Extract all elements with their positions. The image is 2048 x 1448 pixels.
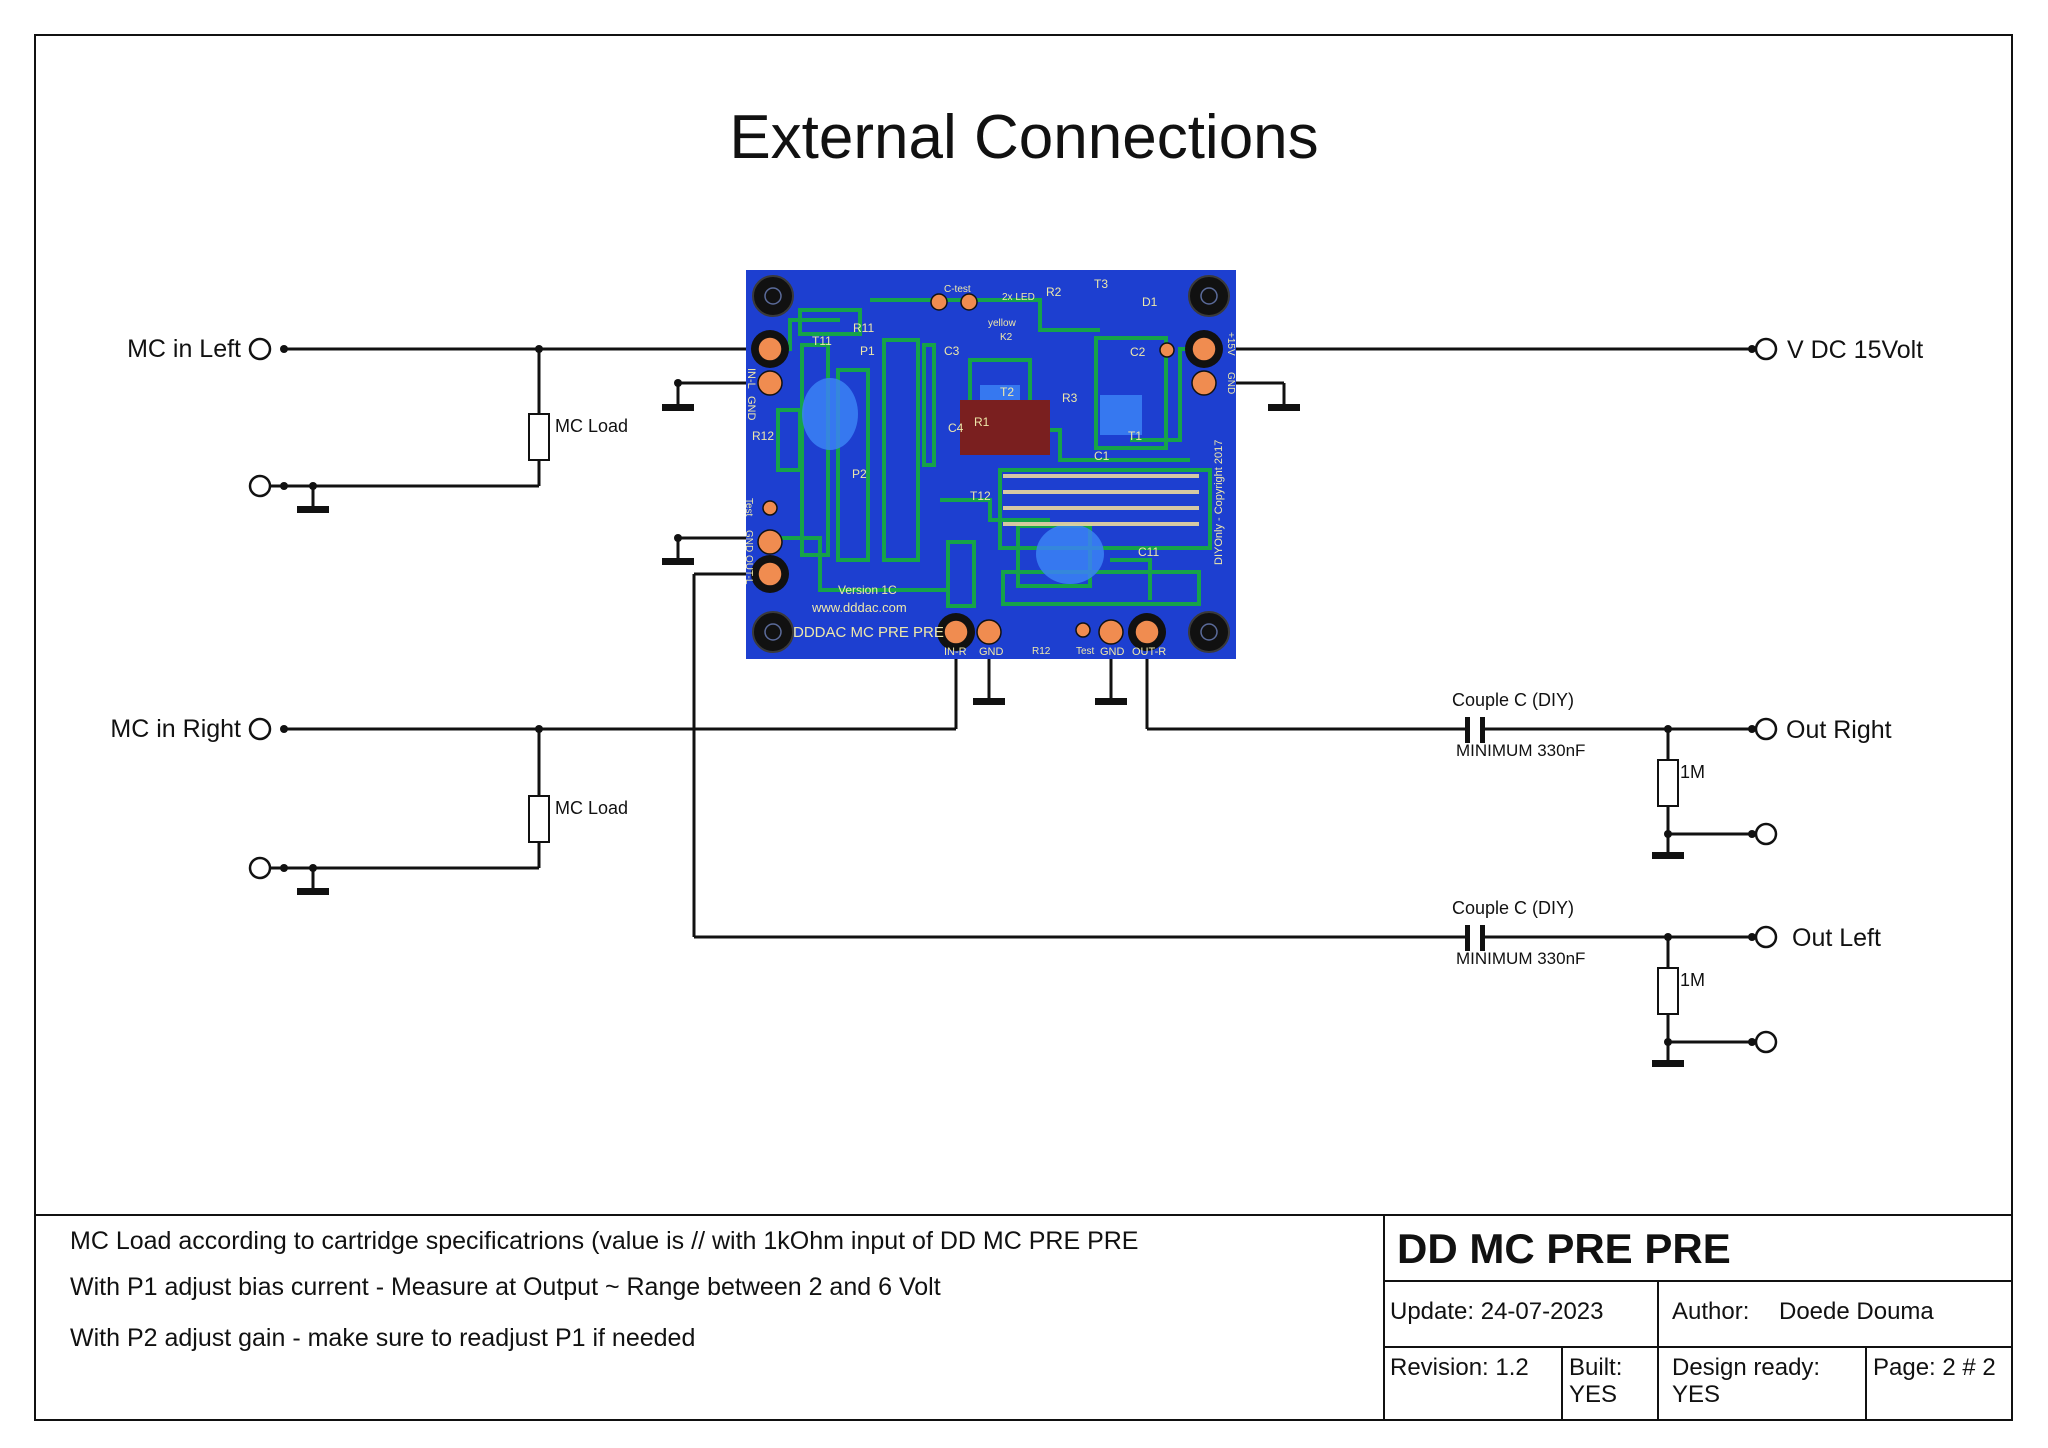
r1m-label-left: 1M	[1680, 970, 1705, 990]
pad-label-plus15: +15V	[1225, 332, 1236, 356]
capacitors	[1465, 717, 1485, 951]
title-block-grid	[1383, 1214, 2013, 1421]
part-label: C2	[1130, 345, 1146, 359]
board-labels: DDDAC MC PRE PRE Version 1C www.dddac.co…	[743, 277, 1236, 658]
component-labels: MC Load MC Load Couple C (DIY) MINIMUM 3…	[555, 416, 1705, 990]
author-name: Doede Douma	[1779, 1298, 1934, 1325]
label-v-dc: V DC 15Volt	[1787, 336, 1923, 364]
mc-load-resistor-right	[528, 795, 550, 843]
board-copyright: DIYOnly - Copyright 2017	[1213, 440, 1225, 565]
part-label: R11	[853, 321, 874, 335]
pad-label-gnd-r: GND	[979, 646, 1004, 658]
pad-label-gnd-p: GND	[1225, 372, 1236, 394]
couple-c-label-right: Couple C (DIY)	[1452, 690, 1574, 710]
part-label: P1	[860, 344, 875, 358]
part-label: C-test	[944, 284, 971, 295]
part-label: R2	[1046, 285, 1062, 299]
built-label: Built:	[1569, 1354, 1623, 1381]
pad-label-test-l: Test	[743, 498, 754, 517]
cap-spec-left: MINIMUM 330nF	[1456, 949, 1585, 968]
part-label: T3	[1094, 277, 1108, 291]
built-value: YES	[1569, 1381, 1618, 1408]
part-label: T11	[812, 334, 832, 348]
pad-label-gnd-l: GND	[745, 396, 757, 421]
part-label: T12	[970, 489, 991, 503]
part-label: P2	[852, 467, 867, 481]
part-label: D1	[1142, 295, 1158, 309]
pad-label-in-r: IN-R	[944, 646, 967, 658]
pad-label-gnd-out-l: GND	[743, 530, 754, 552]
pad-label-test-r: Test	[1076, 646, 1095, 657]
part-label: C11	[1138, 545, 1159, 559]
mc-load-resistor-left	[528, 413, 550, 461]
note-line: MC Load according to cartridge specifica…	[70, 1227, 1139, 1255]
board-version: Version 1C	[838, 583, 897, 597]
r1m-label-right: 1M	[1680, 762, 1705, 782]
mc-load-label-right: MC Load	[555, 798, 628, 818]
part-label: T1	[1128, 429, 1142, 443]
page-title: External Connections	[729, 103, 1319, 172]
part-label: T2	[1000, 385, 1014, 399]
pad-label-gnd-out-r: GND	[1100, 646, 1125, 658]
part-label: yellow	[988, 318, 1017, 329]
pad-label-in-l: IN-L	[745, 368, 757, 389]
update-date: Update: 24-07-2023	[1390, 1298, 1604, 1325]
pad-label-out-r: OUT-R	[1132, 646, 1166, 658]
part-label: C3	[944, 344, 960, 358]
pad-label-r12: R12	[1032, 646, 1051, 657]
board-name: DDDAC MC PRE PRE	[793, 624, 944, 641]
solder-pads	[757, 293, 1217, 645]
part-label: C4	[948, 421, 964, 435]
mc-load-label-left: MC Load	[555, 416, 628, 436]
part-label: R3	[1062, 391, 1078, 405]
part-label: K2	[1000, 332, 1013, 343]
board-url: www.dddac.com	[811, 600, 907, 615]
part-label: 2x LED	[1002, 292, 1035, 303]
part-label: R12	[752, 429, 774, 443]
label-out-right: Out Right	[1786, 716, 1892, 744]
part-label: C1	[1094, 449, 1110, 463]
couple-cap-right	[1465, 717, 1470, 743]
junction-dots	[280, 345, 1756, 1046]
design-value: YES	[1672, 1381, 1721, 1408]
label-mc-in-left: MC in Left	[127, 335, 241, 363]
project-title: DD MC PRE PRE	[1397, 1225, 1731, 1272]
label-out-left: Out Left	[1792, 924, 1881, 952]
couple-c-label-left: Couple C (DIY)	[1452, 898, 1574, 918]
1m-resistor-right	[1657, 759, 1679, 807]
terminal-labels: MC in Left MC in Right V DC 15Volt Out R…	[110, 335, 1923, 952]
design-label: Design ready:	[1672, 1354, 1821, 1381]
cap-spec-right: MINIMUM 330nF	[1456, 741, 1585, 760]
terminal-circles	[248, 337, 1778, 1054]
page-number: Page: 2 # 2	[1873, 1354, 1996, 1381]
note-line: With P1 adjust bias current - Measure at…	[70, 1273, 941, 1301]
pcb-board: DDDAC MC PRE PRE Version 1C www.dddac.co…	[743, 270, 1236, 659]
drawing-frame	[34, 34, 2013, 1421]
ground-symbols	[297, 404, 1684, 1067]
author-label: Author:	[1672, 1298, 1750, 1325]
label-mc-in-right: MC in Right	[110, 715, 241, 743]
couple-cap-left	[1465, 925, 1470, 951]
1m-resistor-left	[1657, 967, 1679, 1015]
notes-block	[34, 1214, 2013, 1421]
revision: Revision: 1.2	[1390, 1354, 1529, 1381]
pad-label-out-l: OUT-L	[743, 555, 754, 585]
resistors	[528, 413, 1679, 1015]
part-label: R1	[974, 415, 990, 429]
note-line: With P2 adjust gain - make sure to readj…	[70, 1324, 696, 1352]
mounting-holes	[752, 275, 1230, 653]
